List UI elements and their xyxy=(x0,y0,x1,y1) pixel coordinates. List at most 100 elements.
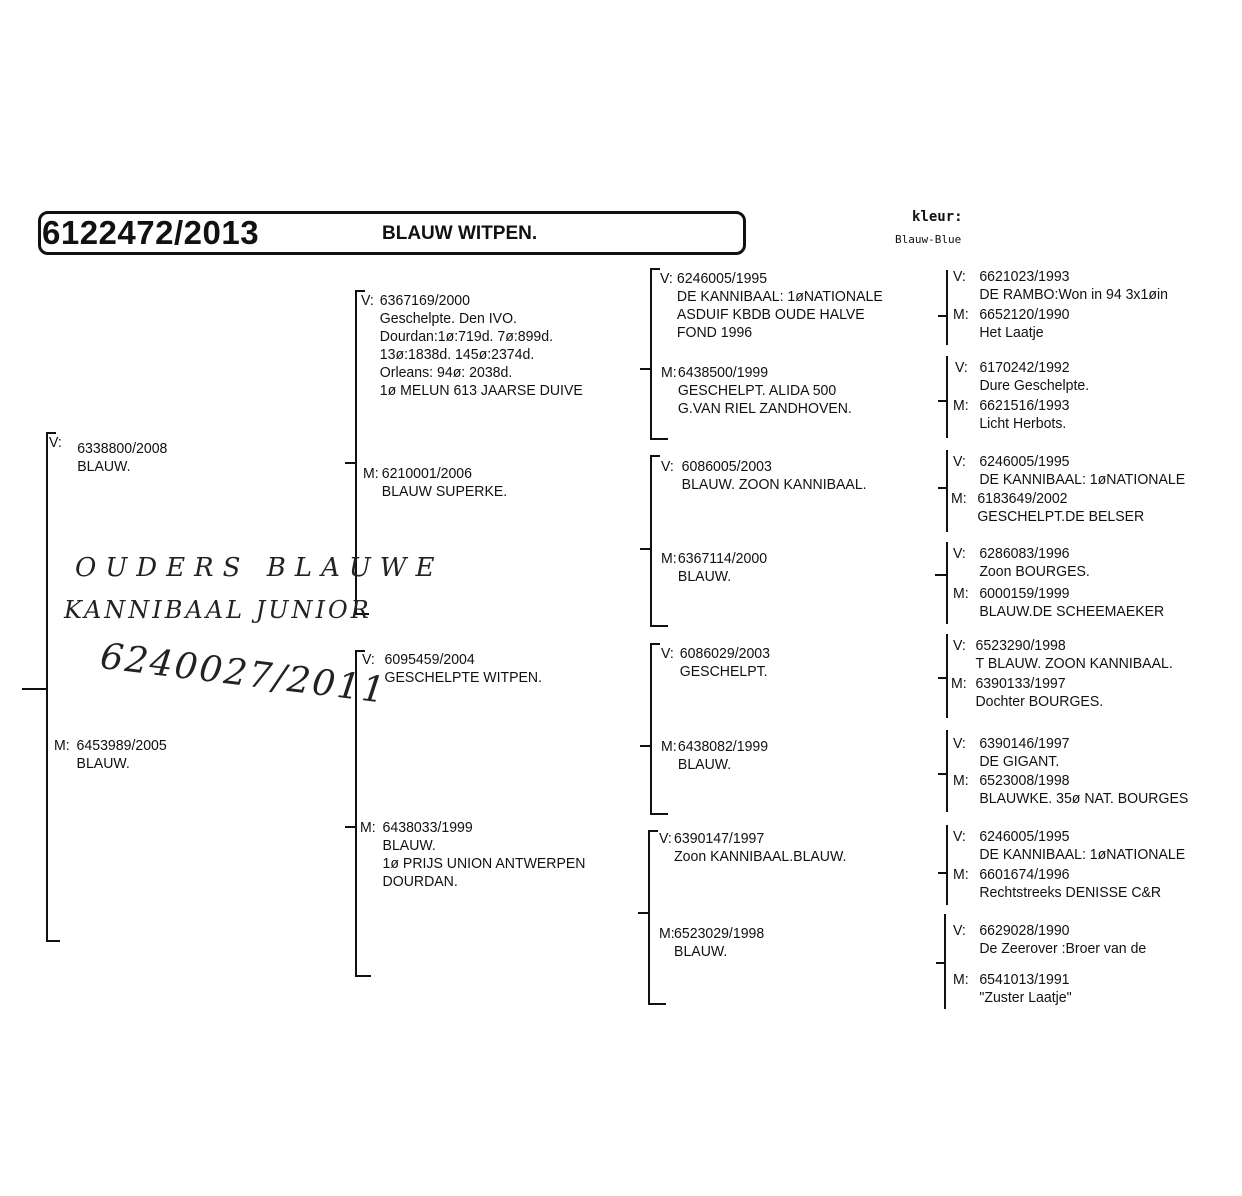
great-grandparent-entry: V: 6246005/1995 DE KANNIBAAL: 1øNATIONAL… xyxy=(660,270,883,342)
great-grandparent-entry: V: 6390147/1997 Zoon KANNIBAAL.BLAUW. xyxy=(659,830,846,866)
handwritten-note-line2: KANNIBAAL JUNIOR xyxy=(64,596,372,624)
entry-prefix: V: xyxy=(953,922,966,939)
ring-number: 6621023/1993 xyxy=(979,268,1070,285)
ring-number: 6095459/2004 xyxy=(384,651,475,668)
entry-prefix: M: xyxy=(953,772,969,789)
entry-description: DE KANNIBAAL: 1øNATIONALE xyxy=(979,846,1186,863)
entry-prefix: V: xyxy=(361,292,374,309)
entry-description: DOURDAN. xyxy=(382,873,458,890)
ring-number: 6000159/1999 xyxy=(979,585,1070,602)
entry-description: BLAUW. xyxy=(677,756,732,773)
entry-description: Orleans: 94ø: 2038d. xyxy=(379,364,513,381)
great-grandparent-entry: M: 6367114/2000 BLAUW. xyxy=(661,550,767,586)
ring-number: 6367114/2000 xyxy=(677,550,768,567)
entry-description: BLAUW.DE SCHEEMAEKER xyxy=(979,603,1165,620)
ring-number: 6621516/1993 xyxy=(979,397,1070,414)
entry-prefix: M: xyxy=(953,306,969,323)
entry-description: GESCHELPTE WITPEN. xyxy=(384,669,543,686)
entry-prefix: V: xyxy=(660,270,673,287)
ring-number: 6210001/2006 xyxy=(381,465,472,482)
entry-prefix: V: xyxy=(955,359,968,376)
entry-description: DE RAMBO:Won in 94 3x1øin xyxy=(979,286,1168,303)
entry-description: Geschelpte. Den IVO. xyxy=(379,310,517,327)
entry-description: De Zeerover :Broer van de xyxy=(979,940,1147,957)
entry-prefix: M: xyxy=(360,819,376,836)
entry-description: DE GIGANT. xyxy=(979,753,1060,770)
great-grandparent-entry: M: 6438500/1999 GESCHELPT. ALIDA 500 G.V… xyxy=(661,364,852,418)
ring-number: 6122472/2013 xyxy=(42,214,260,251)
entry-description: GESCHELPT. xyxy=(679,663,768,680)
entry-description: BLAUW. xyxy=(382,837,436,854)
entry-description: BLAUW. ZOON KANNIBAAL. xyxy=(681,476,867,493)
entry-prefix: V: xyxy=(659,830,672,847)
ring-number: 6523008/1998 xyxy=(979,772,1070,789)
ring-number: 6523290/1998 xyxy=(975,637,1066,654)
ring-number: 6246005/1995 xyxy=(979,453,1070,470)
entry-prefix: M: xyxy=(54,737,70,754)
ring-number: 6601674/1996 xyxy=(979,866,1070,883)
ring-number: 6367169/2000 xyxy=(379,292,470,309)
entry-description: "Zuster Laatje" xyxy=(979,989,1072,1006)
grandparent-entry: V: 6095459/2004 GESCHELPTE WITPEN. xyxy=(362,651,542,687)
entry-prefix: V: xyxy=(953,828,966,845)
entry-prefix: V: xyxy=(953,268,966,285)
entry-prefix: M: xyxy=(661,364,677,381)
grandparent-entry: V: 6367169/2000 Geschelpte. Den IVO. Dou… xyxy=(361,292,583,400)
entry-description: BLAUW. xyxy=(674,943,728,960)
entry-description: T BLAUW. ZOON KANNIBAAL. xyxy=(975,655,1173,672)
entry-prefix: V: xyxy=(661,645,674,662)
great-grandparent-entry: M: 6438082/1999 BLAUW. xyxy=(661,738,768,774)
ring-number: 6246005/1995 xyxy=(676,270,768,287)
entry-description: FOND 1996 xyxy=(676,324,753,341)
entry-description: Het Laatje xyxy=(979,324,1044,341)
ring-number: 6183649/2002 xyxy=(977,490,1068,507)
kleur-value: Blauw-Blue xyxy=(895,233,962,246)
great-grandparent-entry: M: 6523029/1998 BLAUW. xyxy=(659,925,764,961)
ring-number: 6286083/1996 xyxy=(979,545,1070,562)
entry-description: 1ø MELUN 613 JAARSE DUIVE xyxy=(379,382,583,399)
entry-prefix: M: xyxy=(363,465,379,482)
entry-description: BLAUW SUPERKE. xyxy=(381,483,508,500)
entry-description: DE KANNIBAAL: 1øNATIONALE xyxy=(979,471,1186,488)
entry-prefix: M: xyxy=(953,971,969,988)
ring-number: 6086005/2003 xyxy=(681,458,772,475)
sire-entry: V: 6338800/2008 BLAUW. xyxy=(49,434,167,476)
entry-description: BLAUW. xyxy=(677,568,732,585)
great-grandparent-entry: V: 6086029/2003 GESCHELPT. xyxy=(661,645,770,681)
entry-prefix: V: xyxy=(362,651,375,668)
entry-prefix: M: xyxy=(953,585,969,602)
entry-prefix: M: xyxy=(659,925,675,942)
ring-number: 6338800/2008 xyxy=(77,440,168,457)
entry-prefix: M: xyxy=(951,490,967,507)
entry-prefix: V: xyxy=(661,458,674,475)
ring-number: 6652120/1990 xyxy=(979,306,1070,323)
entry-prefix: M: xyxy=(951,675,967,692)
entry-description: GESCHELPT.DE BELSER xyxy=(977,508,1145,525)
entry-prefix: M: xyxy=(953,397,969,414)
kleur-label: kleur: xyxy=(912,209,963,225)
entry-description: 13ø:1838d. 145ø:2374d. xyxy=(379,346,535,363)
ring-number: 6390133/1997 xyxy=(975,675,1066,692)
entry-prefix: V: xyxy=(953,735,966,752)
entry-description: Zoon KANNIBAAL.BLAUW. xyxy=(674,848,847,865)
ring-number: 6390146/1997 xyxy=(979,735,1070,752)
ring-number: 6523029/1998 xyxy=(674,925,765,942)
ring-number: 6438082/1999 xyxy=(677,738,769,755)
entry-description: Licht Herbots. xyxy=(979,415,1067,432)
ring-number: 6170242/1992 xyxy=(979,359,1070,376)
entry-description: ASDUIF KBDB OUDE HALVE xyxy=(676,306,865,323)
entry-description: Dochter BOURGES. xyxy=(975,693,1104,710)
entry-prefix: V: xyxy=(953,545,966,562)
